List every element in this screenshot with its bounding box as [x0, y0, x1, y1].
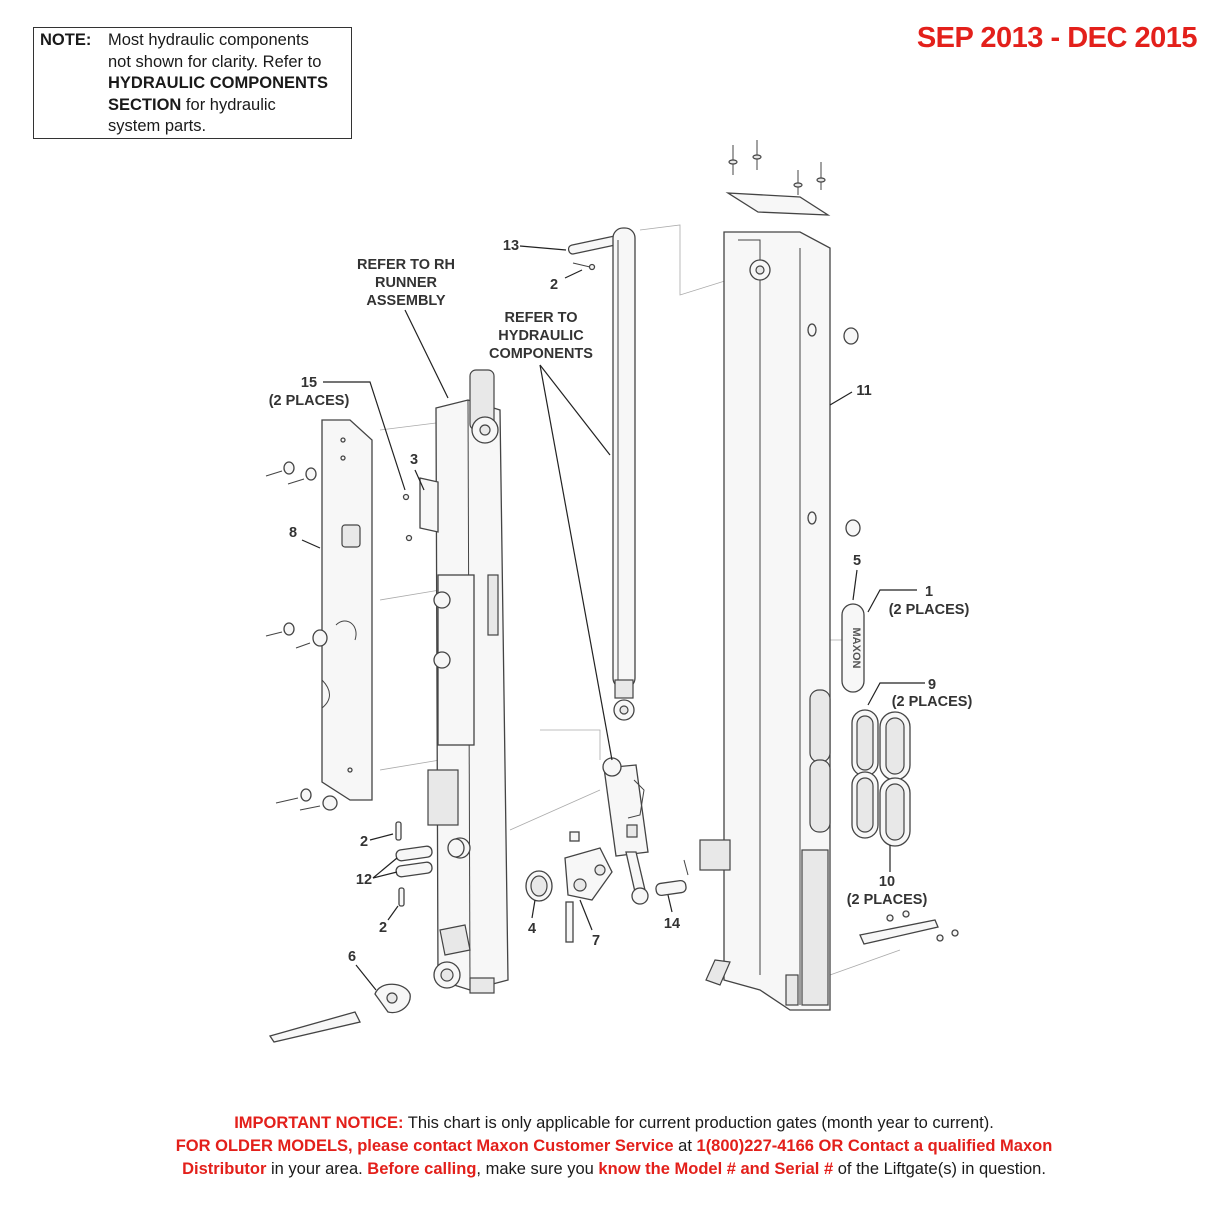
callout-8: 8: [289, 525, 297, 541]
callout-2-low: 2: [379, 920, 387, 936]
callout-1-places: (2 PLACES): [889, 602, 970, 618]
notice-area: in your area.: [266, 1160, 368, 1178]
note-line-3: HYDRAULIC COMPONENTS: [108, 74, 329, 92]
leader-lines: [301, 245, 925, 991]
note-line-1: Most hydraulic components: [108, 31, 309, 49]
notice-phone: 1(800)227-4166 OR Contact a qualified Ma…: [696, 1137, 1053, 1155]
rh-runner-line-2: RUNNER: [375, 275, 438, 291]
notice-distributor: Distributor: [182, 1160, 267, 1178]
callout-11: 11: [856, 383, 871, 399]
callout-6: 6: [348, 949, 356, 965]
note-text: Most hydraulic components not shown for …: [108, 30, 348, 138]
callout-10: 10: [879, 874, 895, 890]
rh-runner-line-1: REFER TO RH: [357, 257, 455, 273]
clips-2: [395, 821, 405, 907]
bottom-angle: [859, 910, 959, 945]
notice-lead-rest: This chart is only applicable for curren…: [403, 1114, 994, 1132]
bolts-plate-8: [265, 461, 338, 811]
bushing-4: [525, 870, 553, 902]
notice-model-serial: know the Model # and Serial #: [598, 1160, 834, 1178]
callout-5: 5: [853, 553, 861, 569]
note-line-4: SECTION for hydraulic: [108, 95, 348, 117]
side-plate-8: [321, 419, 373, 801]
important-notice: IMPORTANT NOTICE: This chart is only app…: [0, 1112, 1228, 1181]
note-label: NOTE:: [40, 31, 92, 49]
plates-10: [879, 711, 911, 847]
callout-9-places: (2 PLACES): [892, 694, 973, 710]
callout-14: 14: [664, 916, 680, 932]
notice-line-1: IMPORTANT NOTICE: This chart is only app…: [0, 1112, 1228, 1135]
notice-at: at: [673, 1137, 697, 1155]
notice-before-calling: Before calling: [367, 1160, 477, 1178]
callout-7: 7: [592, 933, 600, 949]
note-line-2: not shown for clarity. Refer to: [108, 52, 322, 71]
notice-line-3: Distributor in your area. Before calling…: [0, 1158, 1228, 1181]
hydraulic-cylinder-lower: [602, 757, 649, 905]
name-plate-5: MAXON: [841, 603, 865, 693]
note-line-4-rest: for hydraulic: [181, 95, 276, 114]
notice-older-models: FOR OLDER MODELS, please contact Maxon C…: [175, 1137, 674, 1155]
notice-make-sure: , make sure you: [476, 1160, 599, 1178]
notice-line-2: FOR OLDER MODELS, please contact Maxon C…: [0, 1135, 1228, 1158]
lever-7: [564, 831, 613, 943]
clip-2-top: [572, 262, 596, 271]
callout-1: 1: [925, 584, 933, 600]
note-section-word: SECTION: [108, 95, 182, 114]
callout-4: 4: [528, 921, 536, 937]
rh-runner-line-3: ASSEMBLY: [366, 293, 446, 309]
date-range: SEP 2013 - DEC 2015: [916, 22, 1198, 54]
hydraulic-ref-line-2: HYDRAULIC: [498, 328, 584, 344]
main-column-11: [699, 231, 831, 1011]
rings-9: [851, 709, 879, 839]
notice-tail: of the Liftgate(s) in question.: [833, 1160, 1046, 1178]
top-cap-plate: [725, 140, 831, 216]
callout-2-top: 2: [550, 277, 558, 293]
hydraulic-ref-line-3: COMPONENTS: [489, 346, 593, 362]
runner-assembly-left: [427, 369, 509, 994]
note-line-5: system parts.: [108, 117, 207, 135]
pin-14: [655, 859, 689, 897]
callout-15: 15: [301, 375, 317, 391]
hydraulic-ref-line-1: REFER TO: [504, 310, 577, 326]
callout-13: 13: [503, 238, 519, 254]
callout-15-places: (2 PLACES): [269, 393, 350, 409]
cam-6: [268, 983, 411, 1043]
notice-lead: IMPORTANT NOTICE:: [234, 1114, 404, 1132]
callout-2-mid: 2: [360, 834, 368, 850]
plate-text: MAXON: [850, 628, 862, 669]
callout-10-places: (2 PLACES): [847, 892, 928, 908]
plugs: [843, 327, 861, 537]
note-box: NOTE: Most hydraulic components not show…: [33, 27, 352, 139]
bracket-3: [402, 477, 439, 542]
callout-3: 3: [410, 452, 418, 468]
callout-12: 12: [356, 872, 372, 888]
hydraulic-cylinder-upper: [612, 227, 636, 721]
pins-12: [395, 838, 465, 878]
callout-9: 9: [928, 677, 936, 693]
callout-labels: 13 2 REFER TO RH RUNNER ASSEMBLY REFER T…: [269, 238, 973, 965]
